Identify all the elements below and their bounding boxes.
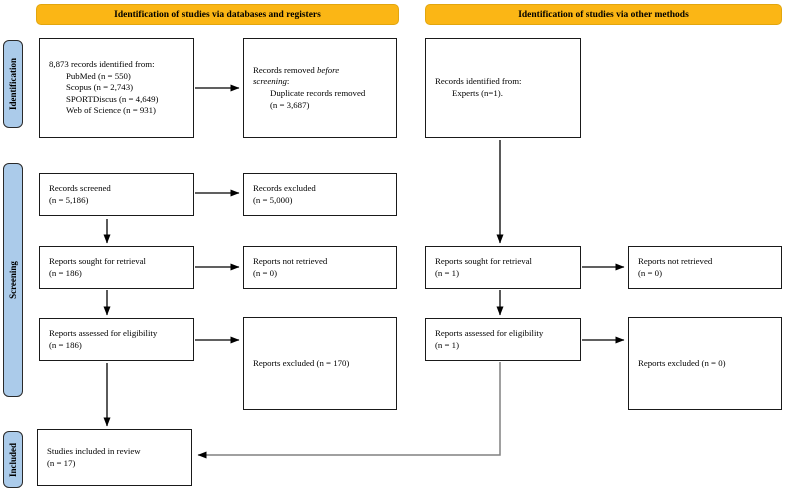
box-records-removed: Records removed before screening: Duplic… — [243, 38, 397, 138]
records-removed-line2: screening: — [253, 76, 290, 87]
other-records-identified-detail: Experts (n=1). — [452, 88, 503, 98]
box-reports-sought-databases: Reports sought for retrieval (n = 186) — [39, 246, 194, 289]
box-reports-excluded-other: Reports excluded (n = 0) — [628, 317, 782, 410]
box-reports-not-retrieved-other: Reports not retrieved (n = 0) — [628, 246, 782, 289]
stage-label-screening: Screening — [3, 163, 23, 397]
box-reports-excluded-databases: Reports excluded (n = 170) — [243, 317, 397, 410]
box-reports-not-retrieved-databases: Reports not retrieved (n = 0) — [243, 246, 397, 289]
db-records-identified-title: 8,873 records identified from: — [49, 58, 155, 69]
db-source-sportdiscus: SPORTDiscus (n = 4,649) — [66, 93, 159, 104]
db-source-scopus: Scopus (n = 2,743) — [66, 82, 134, 93]
box-reports-assessed-databases: Reports assessed for eligibility (n = 18… — [39, 318, 194, 361]
banner-databases-registers: Identification of studies via databases … — [36, 4, 399, 25]
stage-label-included: Included — [3, 431, 23, 488]
stage-label-included-text: Included — [8, 442, 18, 477]
records-removed-detail2: (n = 3,687) — [270, 99, 310, 110]
box-other-records-identified: Records identified from: Experts (n=1). — [425, 38, 581, 138]
db-source-webofscience: Web of Science (n = 931) — [66, 105, 156, 116]
stage-label-screening-text: Screening — [8, 261, 18, 299]
banner-other-methods: Identification of studies via other meth… — [425, 4, 782, 25]
stage-label-identification: Identification — [3, 40, 23, 128]
box-studies-included: Studies included in review (n = 17) — [37, 429, 192, 486]
box-records-screened: Records screened (n = 5,186) — [39, 173, 194, 216]
box-db-records-identified: 8,873 records identified from: PubMed (n… — [39, 38, 194, 138]
other-records-identified-title: Records identified from: — [435, 76, 522, 87]
box-reports-sought-other: Reports sought for retrieval (n = 1) — [425, 246, 581, 289]
records-removed-detail1: Duplicate records removed — [270, 88, 366, 98]
box-records-excluded: Records excluded (n = 5,000) — [243, 173, 397, 216]
stage-label-identification-text: Identification — [8, 57, 18, 111]
db-source-pubmed: PubMed (n = 550) — [66, 70, 131, 81]
box-reports-assessed-other: Reports assessed for eligibility (n = 1) — [425, 318, 581, 361]
records-removed-line1: Records removed before — [253, 64, 340, 75]
